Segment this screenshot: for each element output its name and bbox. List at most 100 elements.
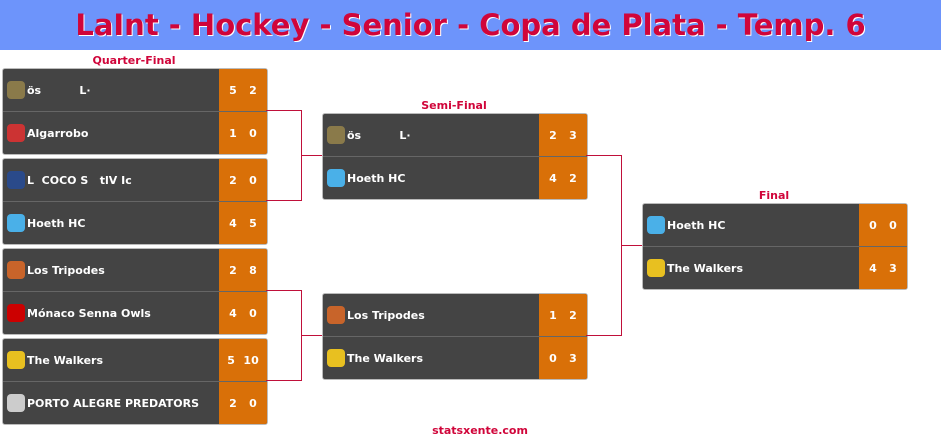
score-leg1: 2 bbox=[229, 173, 237, 187]
team-name: Los Tripodes bbox=[27, 263, 105, 277]
score-leg1: 2 bbox=[229, 396, 237, 410]
connector-line bbox=[266, 380, 301, 381]
score-leg1: 1 bbox=[549, 308, 557, 322]
team-logo-icon bbox=[7, 351, 25, 369]
team-name: ös L· bbox=[27, 83, 91, 97]
team-name: Hoeth HC bbox=[27, 216, 86, 230]
team-name: Hoeth HC bbox=[347, 171, 406, 185]
team-name: Los Tripodes bbox=[347, 308, 425, 322]
connector-line bbox=[586, 335, 621, 336]
score-leg1: 0 bbox=[549, 351, 557, 365]
footer-link[interactable]: statsxente.com bbox=[432, 424, 528, 437]
team-logo-icon bbox=[327, 306, 345, 324]
score-leg1: 4 bbox=[869, 261, 877, 275]
score-leg2: 0 bbox=[249, 126, 257, 140]
score-box: 5 10 bbox=[219, 339, 267, 381]
team-logo-icon bbox=[7, 124, 25, 142]
round-label-semi-final: Semi-Final bbox=[421, 99, 487, 112]
score-leg1: 2 bbox=[549, 128, 557, 142]
score-leg2: 10 bbox=[243, 353, 259, 367]
score-leg2: 3 bbox=[569, 351, 577, 365]
score-leg1: 5 bbox=[227, 353, 235, 367]
score-leg1: 5 bbox=[229, 83, 237, 97]
round-label-final: Final bbox=[758, 189, 790, 202]
score-leg2: 2 bbox=[249, 83, 257, 97]
score-leg1: 1 bbox=[229, 126, 237, 140]
team-name: The Walkers bbox=[27, 353, 104, 367]
connector-line bbox=[266, 290, 301, 291]
score-leg2: 3 bbox=[569, 128, 577, 142]
team-logo-icon bbox=[647, 216, 665, 234]
score-leg2: 0 bbox=[249, 306, 257, 320]
round-label-quarter-final: Quarter-Final bbox=[92, 54, 176, 67]
header-bar: LaInt - Hockey - Senior - Copa de Plata … bbox=[0, 0, 941, 50]
team-name: Algarrobo bbox=[27, 126, 89, 140]
team-row[interactable]: The Walkers 5 10 bbox=[3, 339, 267, 381]
score-leg2: 2 bbox=[569, 171, 577, 185]
team-logo-icon bbox=[327, 349, 345, 367]
team-name: The Walkers bbox=[347, 351, 424, 365]
team-logo-icon bbox=[7, 81, 25, 99]
team-name: L COCO S tlV Ic bbox=[27, 173, 132, 187]
connector-line bbox=[266, 110, 301, 111]
team-logo-icon bbox=[7, 394, 25, 412]
team-name: Hoeth HC bbox=[667, 218, 726, 232]
team-name: Mónaco Senna Owls bbox=[27, 306, 151, 320]
score-leg2: 0 bbox=[249, 396, 257, 410]
score-leg2: 3 bbox=[889, 261, 897, 275]
connector-line bbox=[301, 155, 322, 156]
team-logo-icon bbox=[647, 259, 665, 277]
connector-line bbox=[301, 335, 322, 336]
score-leg2: 0 bbox=[249, 173, 257, 187]
score-leg2: 2 bbox=[569, 308, 577, 322]
team-logo-icon bbox=[7, 214, 25, 232]
score-leg1: 4 bbox=[229, 216, 237, 230]
score-leg1: 4 bbox=[549, 171, 557, 185]
score-leg2: 8 bbox=[249, 263, 257, 277]
connector-line bbox=[586, 155, 621, 156]
team-logo-icon bbox=[7, 171, 25, 189]
score-leg1: 2 bbox=[229, 263, 237, 277]
team-logo-icon bbox=[7, 304, 25, 322]
connector-line bbox=[266, 200, 301, 201]
connector-line bbox=[621, 245, 642, 246]
score-leg1: 4 bbox=[229, 306, 237, 320]
score-leg2: 0 bbox=[889, 218, 897, 232]
team-name: The Walkers bbox=[667, 261, 744, 275]
team-name: ös L· bbox=[347, 128, 411, 142]
team-logo-icon bbox=[327, 169, 345, 187]
score-leg2: 5 bbox=[249, 216, 257, 230]
